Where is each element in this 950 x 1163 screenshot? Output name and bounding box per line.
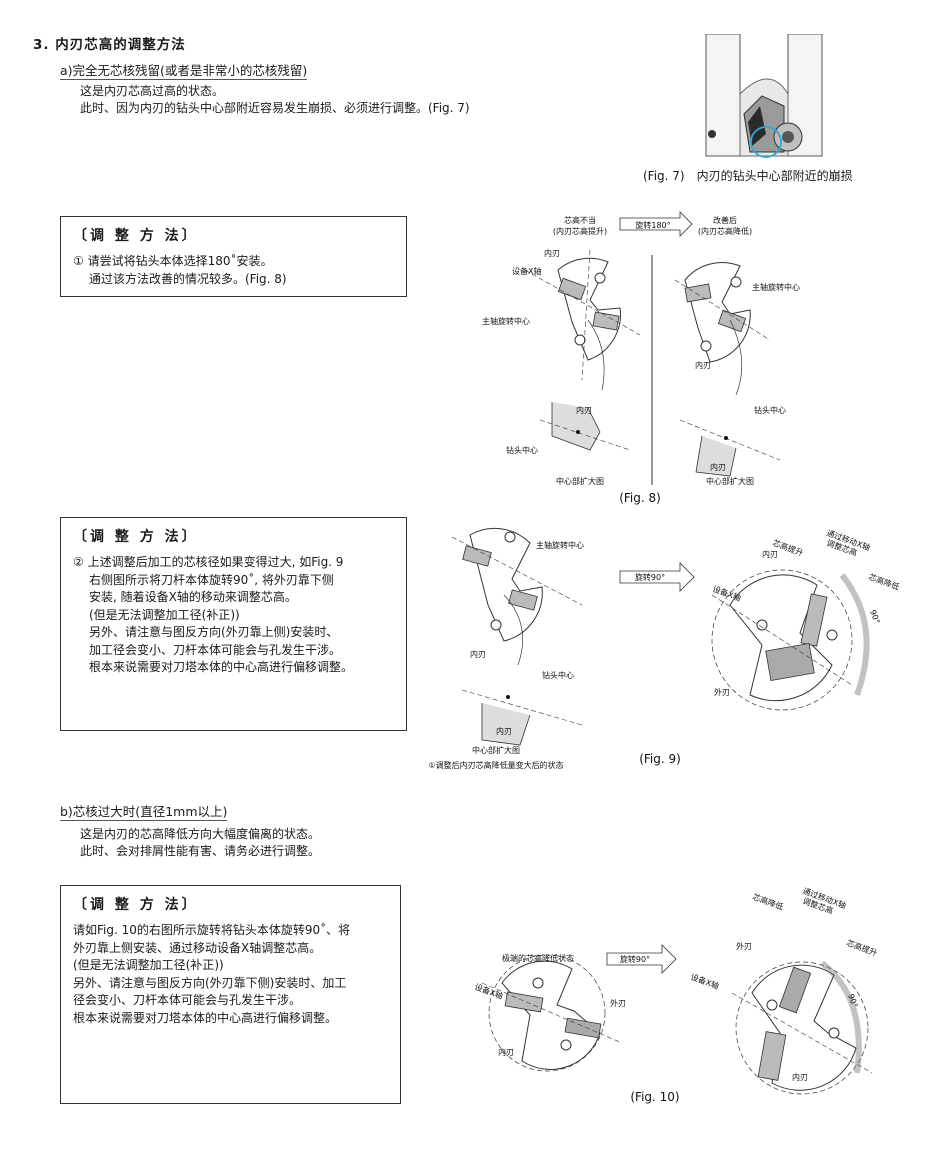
box2-line-5: 另外、请注意与图反方向(外刃靠上侧)安装时、	[89, 625, 339, 639]
fig10-caption: (Fig. 10)	[630, 1090, 679, 1104]
fig10-x-axis-right: 设备X轴	[689, 971, 720, 990]
fig8-spindle-center-left: 主轴旋转中心	[482, 316, 530, 326]
box3-line-2: 外刃靠上侧安装、通过移动设备X轴调整芯高。	[73, 940, 322, 955]
fig8-x-axis-left: 设备X轴	[512, 266, 541, 276]
adjust-box-3: 〔调 整 方 法〕 请如Fig. 10的右图所示旋转将钻头本体旋转90˚、将 外…	[60, 885, 401, 1104]
fig8-spindle-center-right: 主轴旋转中心	[752, 282, 800, 292]
box3-title: 〔调 整 方 法〕	[73, 897, 199, 913]
fig10-core-up: 芯高提升	[845, 937, 878, 957]
part-a-heading: a)完全无芯核残留(或者是非常小的芯核残留)	[60, 60, 308, 80]
adjust-box-2: 〔调 整 方 法〕 ② 上述调整后加工的芯核径如果变得过大, 如Fig. 9 右…	[60, 517, 407, 731]
fig9-core-down: 芯高降低	[867, 571, 900, 591]
fig8-left-top-label-1: 芯高不当	[564, 215, 596, 225]
fig10-deg: 90°	[846, 993, 859, 1009]
fig10-extreme-low: 极端的芯高降低状态	[502, 953, 574, 963]
fig9-spindle-center: 主轴旋转中心	[536, 540, 584, 550]
part-a-text: 这是内刃芯高过高的状态。 此时、因为内刃的钻头中心部附近容易发生崩损、必须进行调…	[80, 83, 470, 117]
fig8-arrow-label: 旋转180°	[635, 220, 670, 230]
fig9-drawing: 主轴旋转中心 内刃 钻头中心 内刃 中心部扩大图 ①调整后内刃芯高降低量变大后的…	[428, 527, 900, 770]
fig9-inner-blade-left: 内刃	[470, 649, 486, 659]
section-title: 3. 内刃芯高的调整方法	[33, 37, 186, 53]
fig9-deg: 90°	[868, 609, 881, 625]
part-b-line-1: 这是内刃的芯高降低方向大幅度偏离的状态。	[80, 827, 321, 841]
fig10-inner-blade-left: 内刃	[498, 1047, 514, 1057]
fig8-enlarged-left: 中心部扩大图	[556, 476, 604, 486]
box1-line-2: 通过该方法改善的情况较多。(Fig. 8)	[89, 271, 287, 286]
fig8-inner-blade-left: 内刃	[544, 248, 560, 258]
part-b-text: 这是内刃的芯高降低方向大幅度偏离的状态。 此时、会对排屑性能有害、请务必进行调整…	[80, 826, 320, 860]
fig10-outer-blade-left: 外刃	[610, 998, 626, 1008]
fig7-photo	[700, 34, 835, 162]
adjust-box-1: 〔调 整 方 法〕 ① 请尝试将钻头本体选择180˚安装。 通过该方法改善的情况…	[60, 216, 407, 297]
fig8-caption: (Fig. 8)	[619, 491, 661, 505]
box2-line-4: (但是无法调整加工径(补正))	[89, 607, 240, 622]
box3-line-5: 径会变小、刀杆本体可能会与孔发生干涉。	[73, 993, 302, 1007]
fig10-diagram: 极端的芯高降低状态 设备X轴 外刃 内刃 旋转90° 芯高降低 通过移动X轴 调…	[473, 885, 878, 1104]
part-b-heading: b)芯核过大时(直径1mm以上)	[60, 801, 228, 821]
part-a-line-1: 这是内刃芯高过高的状态。	[80, 84, 225, 98]
fig9-diagram: 主轴旋转中心 内刃 钻头中心 内刃 中心部扩大图 ①调整后内刃芯高降低量变大后的…	[428, 527, 900, 770]
fig10-inner-blade-right: 内刃	[792, 1072, 808, 1082]
fig9-caption: (Fig. 9)	[639, 752, 681, 766]
fig10-outer-blade-right: 外刃	[736, 941, 752, 951]
fig9-inner-blade-zoom: 内刃	[496, 726, 512, 736]
fig9-drill-center: 钻头中心	[542, 670, 574, 680]
fig7-caption: (Fig. 7) 内刃的钻头中心部附近的崩损	[643, 169, 853, 183]
box2-line-3: 安装, 随着设备X轴的移动来调整芯高。	[89, 590, 297, 604]
part-a-heading-text: a)完全无芯核残留(或者是非常小的芯核残留)	[60, 63, 308, 80]
fig8-drill-center-right: 钻头中心	[754, 405, 786, 415]
fig9-inner-blade-right: 内刃	[762, 549, 778, 559]
fig9-note: ①调整后内刃芯高降低量变大后的状态	[428, 760, 563, 770]
fig9-x-axis: 设备X轴	[711, 583, 742, 602]
fig8-drill-center-left: 钻头中心	[506, 445, 538, 455]
fig8-left-top-label-2: (内刃芯高提升)	[553, 226, 607, 236]
part-b-heading-text: b)芯核过大时(直径1mm以上)	[60, 804, 228, 821]
fig8-drawing: 芯高不当 (内刃芯高提升) 旋转180° 改善后 (内刃芯高降低) 内刃 设备X…	[482, 211, 800, 505]
fig9-enlarged: 中心部扩大图	[472, 745, 520, 755]
box3-line-6: 根本来说需要对刀塔本体的中心高进行偏移调整。	[73, 1010, 338, 1025]
fig8-right-top-label-1: 改善后	[713, 215, 737, 225]
fig9-arrow-label: 旋转90°	[635, 572, 665, 582]
fig10-core-down: 芯高降低	[751, 891, 784, 911]
fig10-drawing: 极端的芯高降低状态 设备X轴 外刃 内刃 旋转90° 芯高降低 通过移动X轴 调…	[473, 885, 878, 1104]
fig10-x-axis-left: 设备X轴	[473, 981, 504, 1000]
box2-line-1: ② 上述调整后加工的芯核径如果变得过大, 如Fig. 9	[73, 555, 344, 569]
fig8-right-top-label-2: (内刃芯高降低)	[698, 226, 752, 236]
box2-line-6: 加工径会变小、刀杆本体可能会与孔发生干涉。	[89, 642, 342, 657]
fig8-inner-blade-right: 内刃	[695, 360, 711, 370]
box3-line-4: 另外、请注意与图反方向(外刃靠下侧)安装时、加工	[73, 975, 347, 990]
box2-title: 〔调 整 方 法〕	[73, 529, 199, 545]
box1-line-1: ① 请尝试将钻头本体选择180˚安装。	[73, 254, 273, 268]
fig9-outer-blade: 外刃	[714, 687, 730, 697]
box2-line-2: 右侧图所示将刀杆本体旋转90˚, 将外刃靠下侧	[89, 572, 334, 587]
box3-line-1: 请如Fig. 10的右图所示旋转将钻头本体旋转90˚、将	[73, 923, 351, 937]
fig8-enlarged-right: 中心部扩大图	[706, 476, 754, 486]
fig10-arrow-label: 旋转90°	[620, 954, 650, 964]
part-a-line-2: 此时、因为内刃的钻头中心部附近容易发生崩损、必须进行调整。(Fig. 7)	[80, 101, 470, 115]
box2-line-7: 根本来说需要对刀塔本体的中心高进行偏移调整。	[89, 660, 354, 674]
box3-line-3: (但是无法调整加工径(补正))	[73, 958, 224, 972]
fig8-inner-blade-zoom-right: 内刃	[710, 462, 726, 472]
box1-title: 〔调 整 方 法〕	[73, 228, 199, 244]
fig8-inner-blade-zoom-left: 内刃	[576, 405, 592, 415]
fig8-diagram: 芯高不当 (内刃芯高提升) 旋转180° 改善后 (内刃芯高降低) 内刃 设备X…	[482, 211, 800, 505]
part-b-line-2: 此时、会对排屑性能有害、请务必进行调整。	[80, 844, 321, 858]
